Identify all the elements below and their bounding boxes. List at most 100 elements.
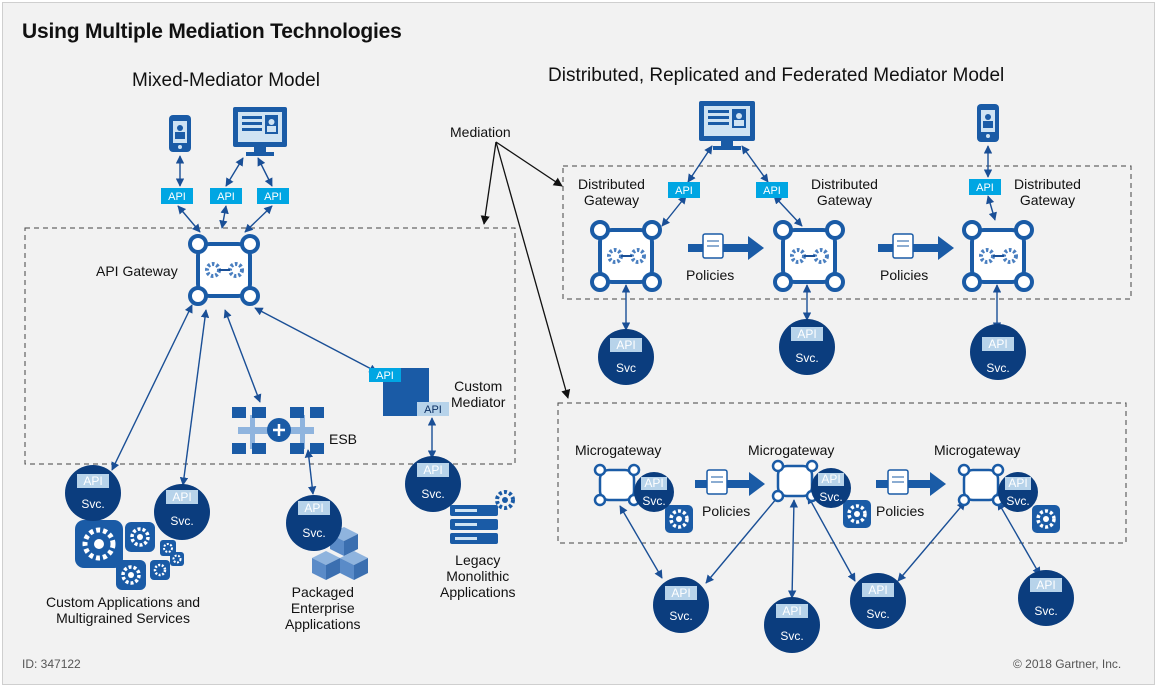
connector-arrows [111,145,1041,599]
service-node: API Svc. [154,484,210,540]
custom-applications-icon [75,520,184,590]
svg-text:Svc.: Svc. [81,497,104,511]
esb-label: ESB [329,431,358,447]
distributed-gateway-label: Distributed Gateway [578,176,645,208]
copyright: © 2018 Gartner, Inc. [1013,657,1122,671]
svg-text:Svc.: Svc. [866,607,889,621]
svg-text:Svc: Svc [616,361,636,375]
svg-text:Svc.: Svc. [1034,604,1057,618]
packaged-applications-icon [312,527,368,580]
svg-text:API: API [264,191,282,203]
mediation-pointers [480,141,571,399]
custom-mediator-block: API API [369,368,449,416]
policies-label: Policies [876,503,925,519]
svg-text:API: API [616,338,635,352]
svg-text:API: API [988,337,1007,351]
svg-text:Svc.: Svc. [986,361,1009,375]
policies-label: Policies [686,267,735,283]
distributed-gateway-node [773,220,845,292]
svg-text:Svc.: Svc. [669,609,692,623]
mobile-phone-icon [977,104,999,142]
svg-text:API: API [217,191,235,203]
gear-icon [1032,505,1060,533]
api-tag: API [668,182,700,198]
packaged-applications-label: Packaged Enterprise Applications [285,584,361,632]
svg-text:API: API [168,191,186,203]
policy-arrow-icon [878,233,954,260]
api-tag: API [210,188,242,204]
svg-text:API: API [644,476,663,490]
service-node: API Svc. [405,456,461,512]
service-node: API Svc. [286,495,342,551]
service-node: API Svc. [634,472,674,512]
svg-text:API: API [83,474,102,488]
service-node: API Svc. [850,573,906,629]
service-node: API Svc. [653,577,709,633]
api-tag: API [756,182,788,198]
svg-text:API: API [782,604,801,618]
microgateway-label: Microgateway [748,442,835,458]
svg-text:API: API [1036,578,1055,592]
svg-text:Svc.: Svc. [302,526,325,540]
api-gateway-node [188,234,260,306]
svg-text:Svc.: Svc. [795,351,818,365]
api-tag: API [969,179,1001,195]
microgateway-label: Microgateway [934,442,1021,458]
policies-label: Policies [702,503,751,519]
service-node: API Svc [598,329,654,385]
svg-text:Svc.: Svc. [170,514,193,528]
service-node: API Svc. [998,472,1038,512]
esb-icon [232,407,324,454]
mobile-phone-icon [169,115,191,152]
svg-text:API: API [304,501,323,515]
svg-text:Svc.: Svc. [1006,494,1029,508]
legacy-applications-label: Legacy Monolithic Applications [440,552,516,600]
microgateway-node [771,459,819,503]
svg-text:API: API [424,404,442,416]
microgateway-label: Microgateway [575,442,662,458]
svg-text:API: API [423,463,442,477]
microgateway-node [593,463,641,507]
distributed-gateway-region [562,165,1132,300]
api-gateway-label: API Gateway [96,263,178,279]
svg-text:Svc.: Svc. [421,487,444,501]
policy-arrow-icon [876,469,946,496]
svg-text:API: API [172,490,191,504]
gear-icon [665,505,693,533]
distributed-gateway-label: Distributed Gateway [1014,176,1081,208]
figure-id: ID: 347122 [22,657,81,671]
svg-text:API: API [671,586,690,600]
desktop-monitor-icon [699,101,755,150]
svg-text:Svc.: Svc. [819,490,842,504]
policy-arrow-icon [688,233,764,260]
api-tag: API [257,188,289,204]
service-node: API Svc. [811,468,851,508]
service-node: API Svc. [65,465,121,521]
microgateway-node [957,463,1005,507]
svg-text:API: API [763,185,781,197]
service-node: API Svc. [1018,570,1074,626]
service-node: API Svc. [779,319,835,375]
svg-text:API: API [976,182,994,194]
distributed-gateway-node [962,220,1034,292]
section-title-right: Distributed, Replicated and Federated Me… [548,65,1005,86]
svg-text:Svc.: Svc. [642,494,665,508]
svg-text:Svc.: Svc. [780,629,803,643]
svg-text:API: API [675,185,693,197]
gear-icon [495,490,515,510]
mediation-label: Mediation [450,124,511,140]
custom-mediator-label: Custom Mediator [451,378,506,410]
section-title-left: Mixed-Mediator Model [132,70,320,91]
svg-text:API: API [868,583,887,597]
svg-text:API: API [1008,476,1027,490]
legacy-server-icon [450,505,498,544]
service-node: API Svc. [764,597,820,653]
policy-arrow-icon [695,469,765,496]
svg-text:API: API [797,327,816,341]
custom-applications-label: Custom Applications and Multigrained Ser… [46,594,201,626]
api-tag: API [161,188,193,204]
desktop-monitor-icon [233,107,287,156]
policies-label: Policies [880,267,929,283]
service-node: API Svc. [970,324,1026,380]
